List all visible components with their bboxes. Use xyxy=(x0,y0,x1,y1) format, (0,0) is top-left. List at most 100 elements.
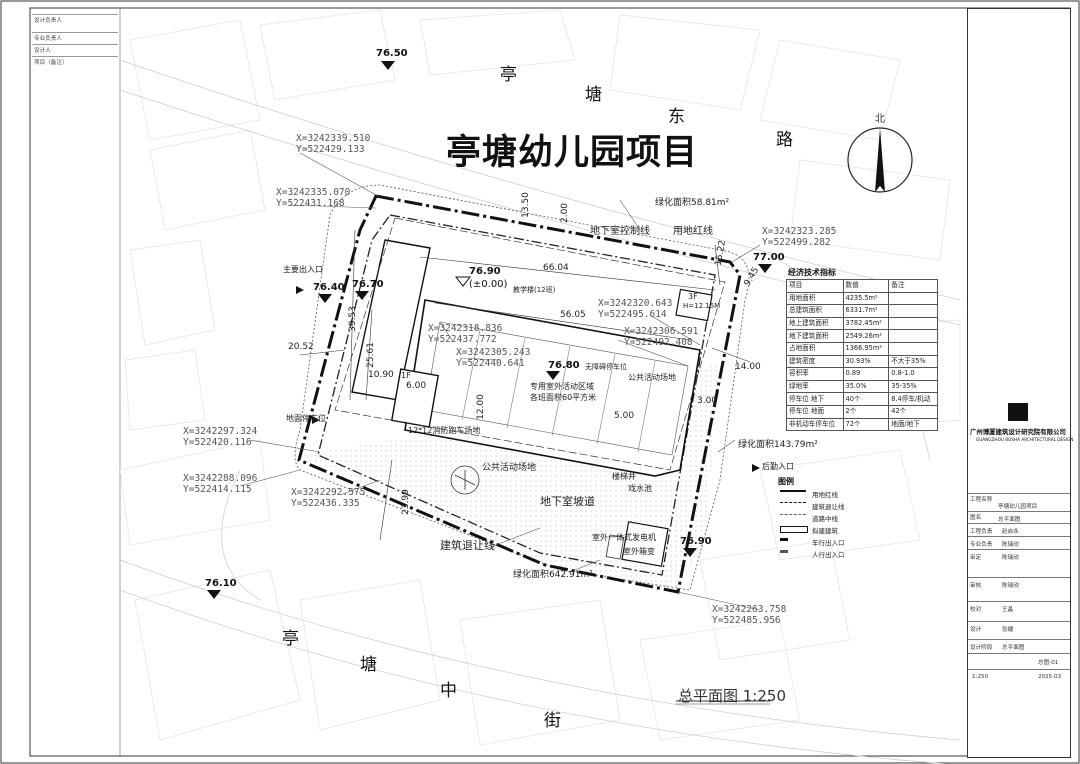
dim-2: 56.05 xyxy=(560,310,586,320)
label-stair: 楼梯井 xyxy=(612,472,636,481)
elevation-markers xyxy=(207,61,772,599)
margin-row-4: 项目（备注） xyxy=(32,56,118,67)
road-south-1: 亭 xyxy=(282,629,299,649)
tb-row: 工程负责赵启永 xyxy=(968,523,1070,537)
road-south-3: 中 xyxy=(440,681,457,701)
label-public-area2: 公共活动场地 xyxy=(482,463,537,473)
elevation-8: 76.10 xyxy=(205,578,237,589)
eco-title: 经济技术指标 xyxy=(788,268,836,277)
legend-item: 车行出入口 xyxy=(778,536,868,548)
margin-row-2: 专业负责人 xyxy=(32,32,118,43)
elevation-1: 76.50 xyxy=(376,48,408,59)
legend-item: 拟建建筑 xyxy=(778,524,868,536)
legend-item: 建筑退让线 xyxy=(778,500,868,512)
label-underground-line: 地下室控制线 xyxy=(590,226,650,237)
label-generator: 室外一体式发电机 xyxy=(592,533,656,542)
company-name: 广州博厦建筑设计研究院有限公司 xyxy=(970,428,1066,436)
label-3f: 3F xyxy=(688,292,698,301)
road-south-4: 街 xyxy=(544,711,561,731)
road-south-2: 塘 xyxy=(360,655,377,675)
dim-15: 13.50 xyxy=(520,192,531,218)
elevation-5: 76.90 xyxy=(469,266,501,277)
road-north-3: 东 xyxy=(668,107,685,127)
dim-1: 66.04 xyxy=(543,263,569,273)
label-underground-slope: 地下室坡道 xyxy=(540,495,595,508)
tb-row: 校对王晶 xyxy=(968,601,1070,615)
margin-row-1: 设计负责人 xyxy=(32,14,118,25)
dim-5: 20.52 xyxy=(288,342,314,352)
tb-drawing: 图名总平面图 xyxy=(968,511,1070,524)
label-rear-entrance: 后勤入口 xyxy=(762,462,794,471)
label-special-area: 专用室外活动区域 xyxy=(530,382,594,391)
title-block: 广州博厦建筑设计研究院有限公司 GUANGZHOU BOSHA ARCHITEC… xyxy=(967,8,1074,758)
label-parking: 地面停车位 xyxy=(286,414,326,423)
elevation-2: 77.00 xyxy=(753,252,785,263)
dimension-lines xyxy=(299,229,751,541)
tb-stage: 设计阶段总平面图 xyxy=(968,639,1070,654)
label-green-bottom: 绿化面积642.91m² xyxy=(513,570,593,580)
north-compass xyxy=(847,127,913,193)
label-green-right: 绿化面积143.79m² xyxy=(738,440,818,450)
dim-12: 3.00 xyxy=(697,396,718,406)
road-north-2: 塘 xyxy=(585,85,602,105)
label-transformer: 室外箱变 xyxy=(623,547,655,556)
playground-feature xyxy=(450,465,480,495)
label-pickup: 无障碍停车位 xyxy=(585,363,627,371)
dim-7: 6.00 xyxy=(406,381,427,391)
label-1f: 1F xyxy=(401,371,411,380)
tb-project: 工程名称亭塘幼儿园项目 xyxy=(968,493,1070,512)
road-north-4: 路 xyxy=(776,130,793,150)
dim-3: 39.53 xyxy=(347,306,358,332)
tb-number: 总图-01 xyxy=(968,653,1070,670)
dim-13: 23.99 xyxy=(400,489,411,515)
eco-header: 项目数值备注 xyxy=(786,279,938,293)
label-main-entrance: 主要出入口 xyxy=(283,265,323,274)
company-name-en: GUANGZHOU BOSHA ARCHITECTURAL DESIGN xyxy=(976,437,1074,442)
label-sandpit: 戏水池 xyxy=(628,484,652,493)
dim-11: 14.00 xyxy=(735,362,761,372)
scale-label: 总平面图 1:250 xyxy=(678,687,786,705)
site-red-line xyxy=(297,194,742,594)
elevation-7: 76.90 xyxy=(680,536,712,547)
road-north-1: 亭 xyxy=(500,65,517,85)
label-setback: 建筑退让线 xyxy=(440,539,495,552)
margin-row-3: 设计人 xyxy=(32,44,118,55)
dim-6: 10.90 xyxy=(368,370,394,380)
tb-row: 设计张婕 xyxy=(968,621,1070,635)
legend-title: 图例 xyxy=(778,477,794,486)
dim-4: 25.61 xyxy=(365,342,376,368)
label-green-top: 绿化面积58.81m² xyxy=(655,198,730,208)
elevation-5-sub: (±0.00) xyxy=(469,279,508,290)
green-boundary xyxy=(294,184,750,591)
legend-item: 道路中线 xyxy=(778,512,868,524)
label-teaching: 教学楼(12班) xyxy=(513,286,556,294)
legend: 图例 用地红线 建筑退让线 道路中线 拟建建筑 车行出入口 人行出入口 xyxy=(778,476,878,566)
drawing-title: 亭塘幼儿园项目 xyxy=(446,133,699,173)
tb-row: 审核陈瑞欣 xyxy=(968,577,1070,591)
background-context xyxy=(119,9,961,746)
